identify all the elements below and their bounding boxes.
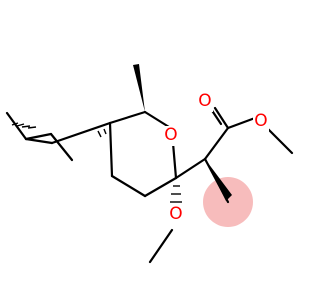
bond-ester-o xyxy=(226,116,257,130)
bond-c6-chain xyxy=(174,157,207,180)
methoxy-oxygen-atom: O xyxy=(168,204,184,225)
ester-oxygen-label: O xyxy=(254,111,267,131)
bond-side-ch xyxy=(5,111,28,141)
bond-ring-c6-c5 xyxy=(143,176,178,198)
bond-side-ethyl xyxy=(24,132,53,141)
bond-side-to-ring xyxy=(50,121,112,145)
bond-side-ch2 xyxy=(24,137,54,145)
bond-ring-c3-c2 xyxy=(108,110,147,125)
bond-ring-c2-o xyxy=(143,110,171,129)
ring-oxygen-atom: O xyxy=(163,125,179,146)
methoxy-oxygen-label: O xyxy=(169,204,182,224)
ester-oxygen-atom: O xyxy=(253,111,269,132)
bond-c6-ome-c xyxy=(148,228,174,264)
wedge-ring-methyl xyxy=(133,64,145,112)
bond-ring-c4-c3 xyxy=(108,121,114,178)
hashed-wedge-side-methyl xyxy=(11,122,37,129)
bond-ring-c5-c4 xyxy=(110,174,147,198)
wedge-chain-methyl xyxy=(205,159,232,201)
bond-chain-ester-c xyxy=(203,126,230,161)
carbonyl-oxygen-label: O xyxy=(198,91,211,111)
ring-oxygen-label: O xyxy=(164,125,177,145)
molecule-structure: O O O O xyxy=(5,64,294,264)
bond-side-ethyl-end xyxy=(49,132,74,162)
hashed-wedge-c6-methoxy xyxy=(170,185,182,203)
hashed-wedge-c3 xyxy=(97,128,107,138)
bond-ring-o-c6 xyxy=(171,141,178,180)
bond-carbonyl xyxy=(213,106,230,130)
bond-ester-methyl xyxy=(264,125,294,155)
carbonyl-oxygen-atom: O xyxy=(197,91,213,112)
